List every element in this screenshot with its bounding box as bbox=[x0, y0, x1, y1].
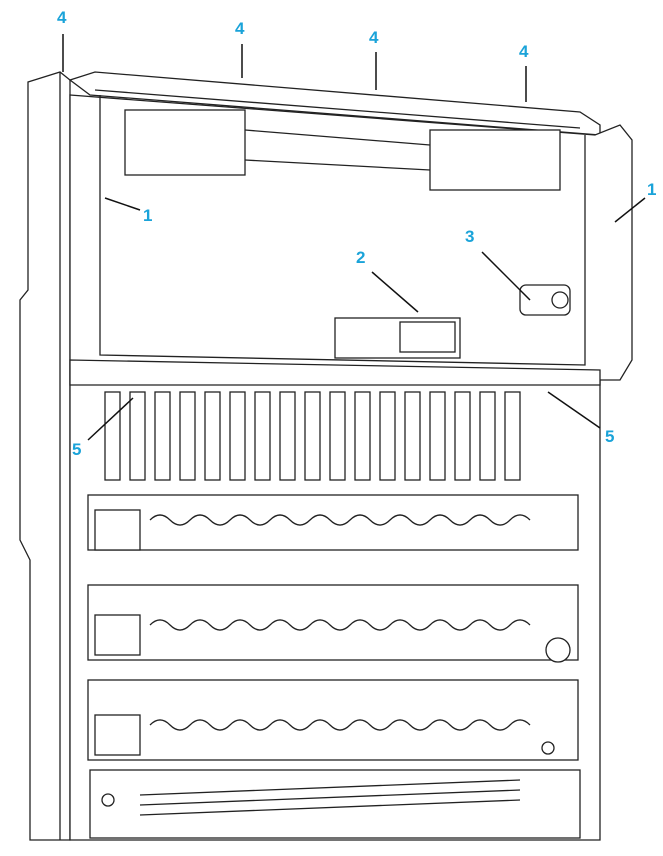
callout-4: 4 bbox=[235, 19, 245, 38]
callout-1: 1 bbox=[143, 206, 153, 225]
leader-lines bbox=[62, 34, 646, 441]
upper-block-left bbox=[124, 109, 246, 176]
callout-4: 4 bbox=[369, 28, 379, 47]
connector bbox=[334, 317, 461, 359]
comb-fins bbox=[104, 391, 521, 481]
callout-3: 3 bbox=[465, 227, 475, 246]
bottom-rail bbox=[89, 741, 581, 839]
callout-4: 4 bbox=[57, 8, 67, 27]
callout-5: 5 bbox=[72, 440, 82, 459]
callout-5: 5 bbox=[605, 427, 615, 446]
terminal-block-1 bbox=[87, 494, 579, 551]
callout-2: 2 bbox=[356, 248, 366, 267]
callout-1: 1 bbox=[647, 180, 657, 199]
terminal-block-2 bbox=[87, 584, 579, 663]
callout-4: 4 bbox=[519, 42, 529, 61]
cavity bbox=[99, 95, 586, 366]
terminal-block-3 bbox=[87, 679, 579, 761]
left-rail bbox=[19, 71, 71, 841]
upper-block-right bbox=[429, 129, 561, 191]
locking-screw bbox=[519, 284, 571, 316]
